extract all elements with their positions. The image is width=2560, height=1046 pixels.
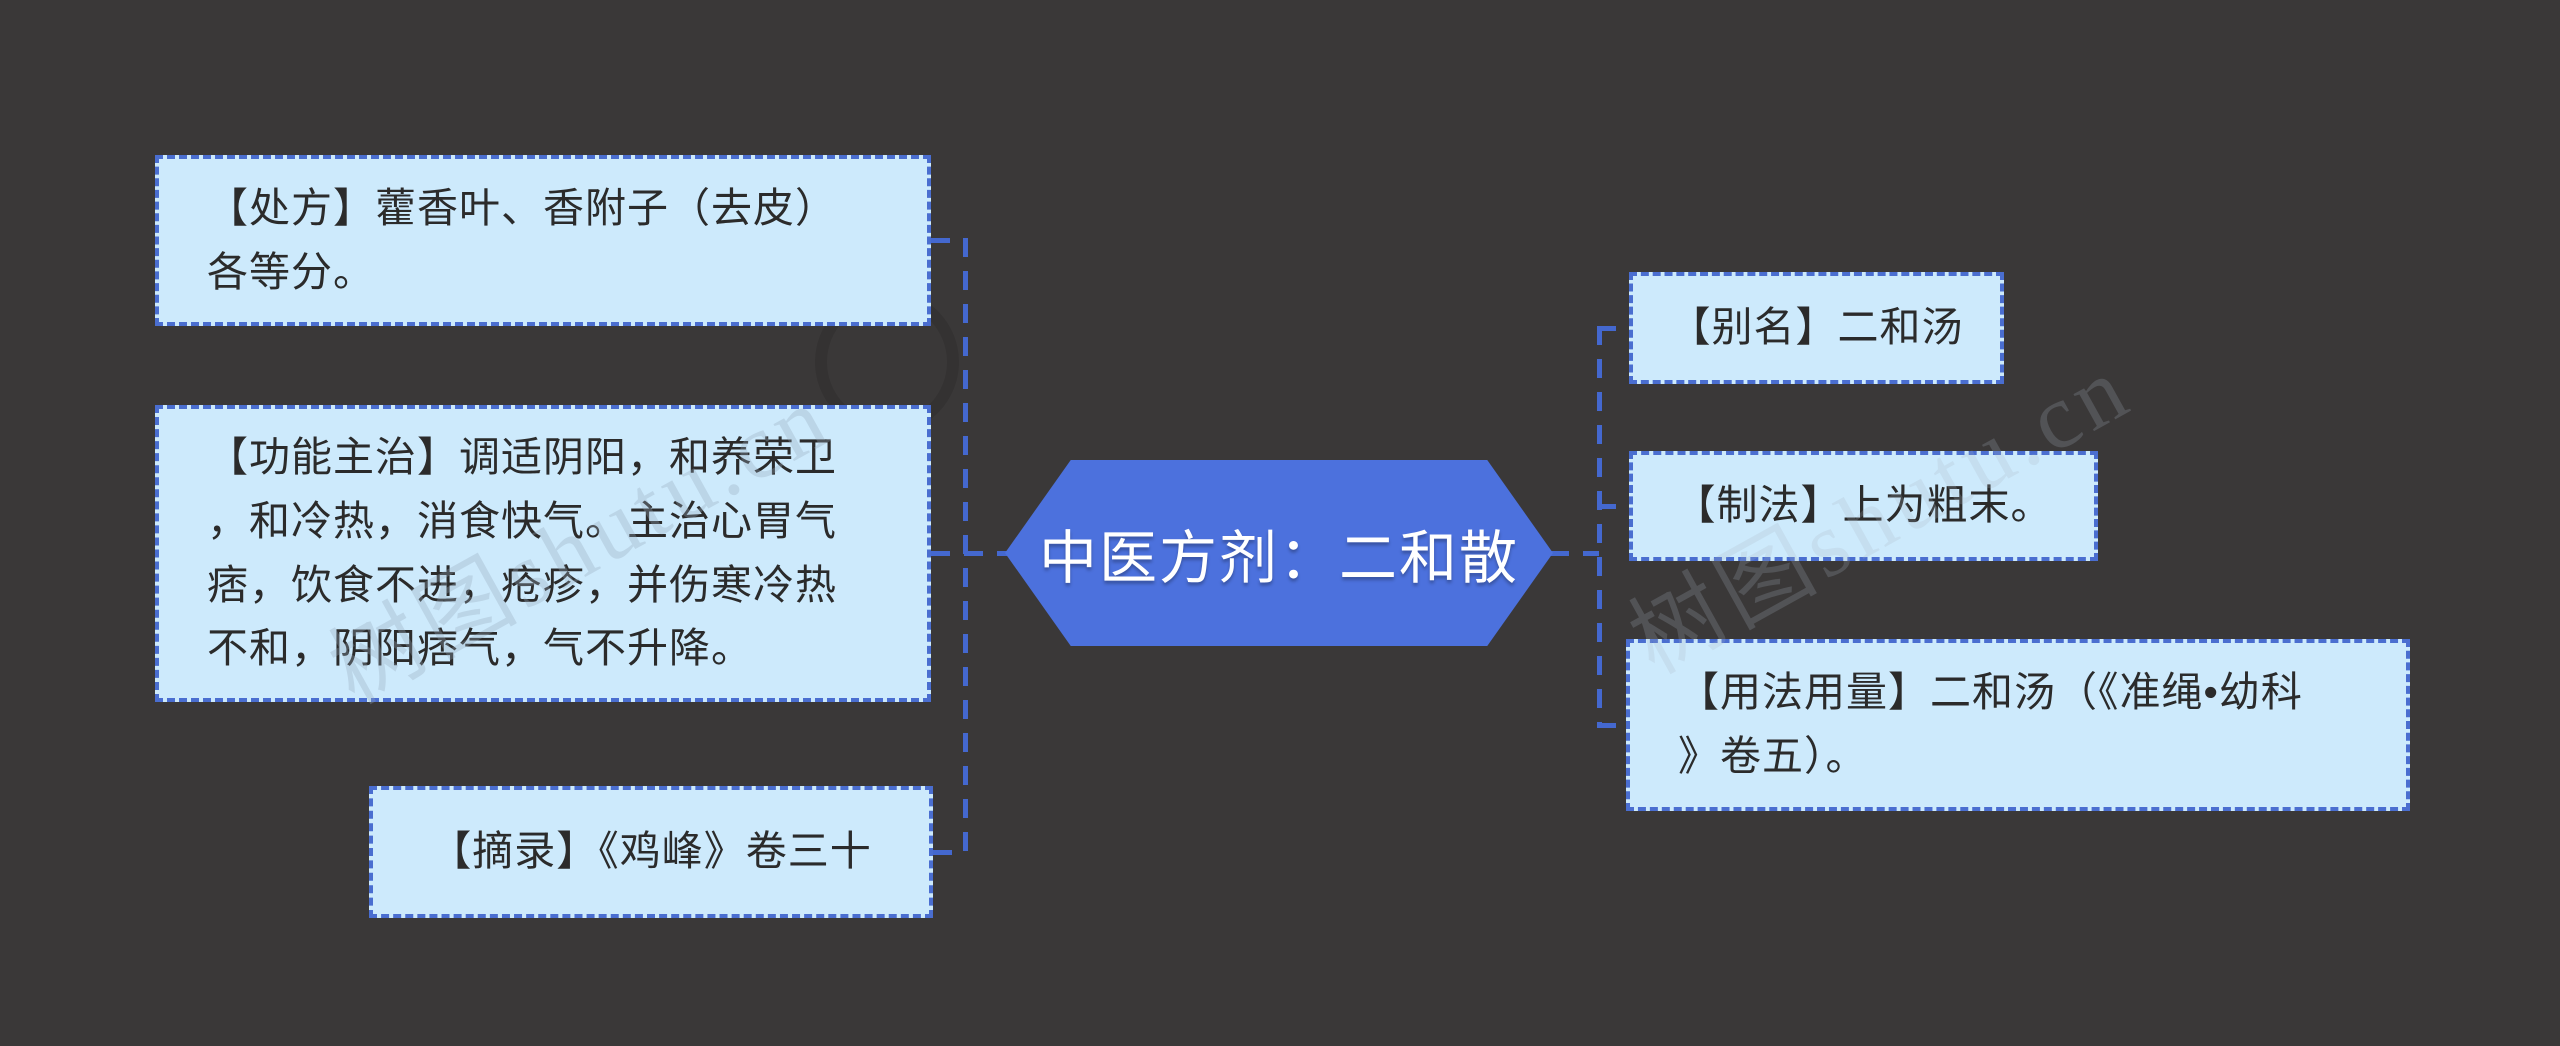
- node-dosage-label: 【用法用量】二和汤（《准绳•幼科 》卷五）。: [1678, 669, 2303, 779]
- connector-right-stub-2: [1597, 504, 1631, 509]
- node-alias-label: 【别名】二和汤: [1669, 304, 1964, 351]
- node-prescription-label: 【处方】藿香叶、香附子（去皮） 各等分。: [207, 184, 837, 295]
- node-center-title[interactable]: 中医方剂：二和散: [1005, 460, 1553, 646]
- node-excerpt[interactable]: 【摘录】《鸡峰》卷三十: [369, 786, 933, 918]
- node-preparation[interactable]: 【制法】上为粗末。: [1629, 451, 2098, 561]
- node-preparation-label: 【制法】上为粗末。: [1674, 482, 2053, 529]
- node-center-title-label: 中医方剂：二和散: [1038, 526, 1519, 591]
- node-excerpt-label: 【摘录】《鸡峰》卷三十: [430, 828, 872, 875]
- connector-center-right: [1550, 551, 1599, 556]
- node-indications-label: 【功能主治】调适阴阳，和养荣卫 ，和冷热，消食快气。主治心胃气 痞，饮食不进，疮…: [207, 433, 837, 672]
- node-indications[interactable]: 【功能主治】调适阴阳，和养荣卫 ，和冷热，消食快气。主治心胃气 痞，饮食不进，疮…: [155, 405, 931, 702]
- node-prescription[interactable]: 【处方】藿香叶、香附子（去皮） 各等分。: [155, 155, 931, 326]
- connector-right-stub-1: [1597, 326, 1631, 331]
- connector-right-stub-3: [1597, 723, 1631, 728]
- connector-left-stub-1: [931, 238, 965, 243]
- connector-left-stub-3: [933, 850, 965, 855]
- connector-right-vertical: [1597, 326, 1602, 728]
- connector-left-vertical: [963, 238, 968, 852]
- node-alias[interactable]: 【别名】二和汤: [1629, 272, 2004, 384]
- connector-left-stub-2: [931, 551, 1007, 556]
- node-dosage[interactable]: 【用法用量】二和汤（《准绳•幼科 》卷五）。: [1626, 639, 2410, 811]
